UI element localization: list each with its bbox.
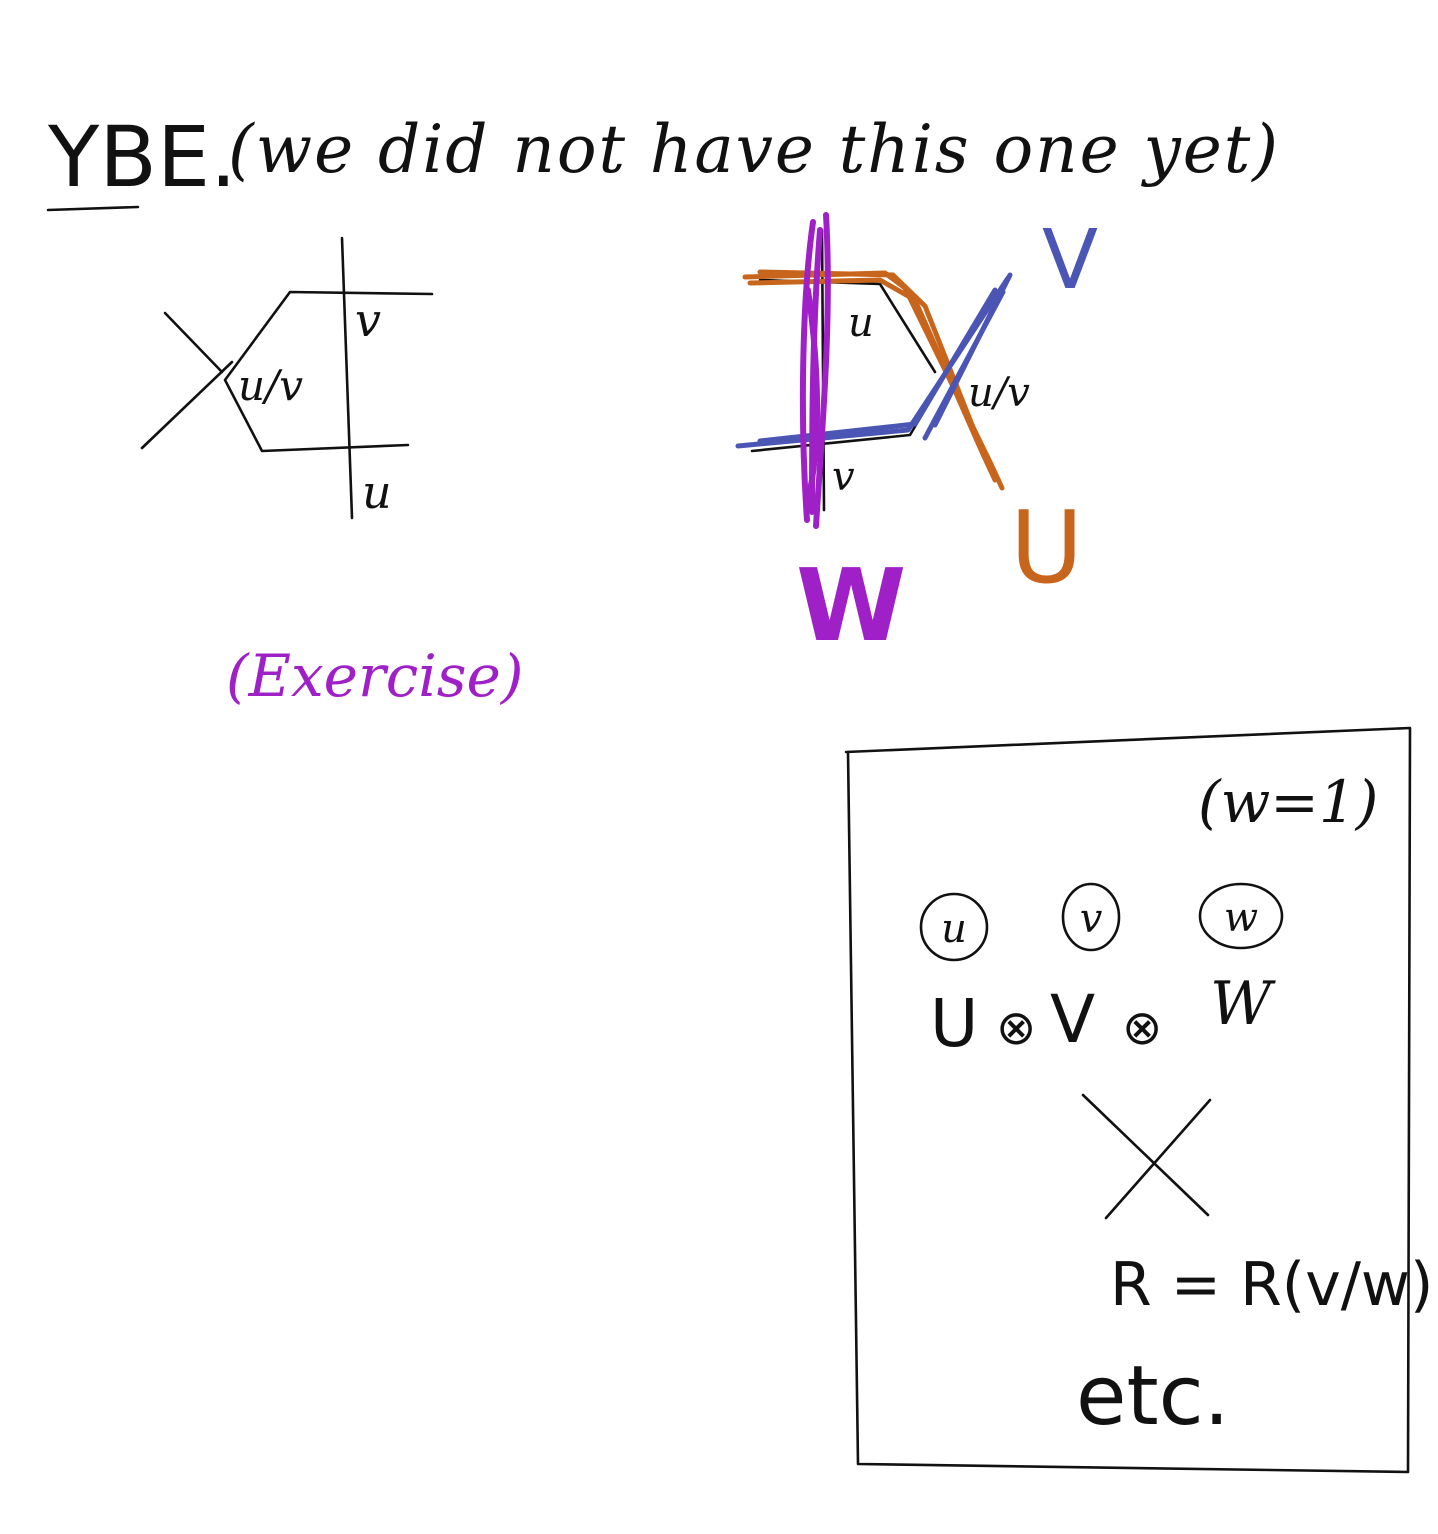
label-u-inner: u xyxy=(848,300,874,346)
purple-strand-w xyxy=(799,212,831,529)
left-ybe-diagram: v u/v u xyxy=(140,236,434,520)
circled-v: v xyxy=(1080,896,1103,942)
strand-label-v: V xyxy=(1042,213,1098,308)
label-u: u xyxy=(362,465,392,519)
strand-label-u: U xyxy=(1010,489,1083,606)
label-u-over-v: u/v xyxy=(238,361,303,410)
r-equation: R = R(v/w) xyxy=(1110,1250,1433,1320)
circle-w xyxy=(1198,882,1284,950)
crossing-line-2 xyxy=(1104,1098,1212,1220)
vertical-strand xyxy=(340,236,354,520)
label-v-inner: v xyxy=(832,454,855,500)
right-ybe-diagram: u u/v v V U W xyxy=(735,212,1098,664)
cross-strand-upper xyxy=(163,311,224,374)
cross-strand-lower xyxy=(140,360,234,450)
label-u-over-v-right: u/v xyxy=(968,370,1030,416)
box-condition: (w=1) xyxy=(1198,768,1378,836)
label-v: v xyxy=(355,293,381,347)
tensor-u: U xyxy=(930,985,978,1062)
circled-u: u xyxy=(941,906,967,952)
exercise-note: (Exercise) xyxy=(226,642,523,710)
upper-bend-strand xyxy=(223,290,434,453)
crossing-line-1 xyxy=(1081,1093,1210,1217)
aside-box: (w=1) u v w U ⊗ V ⊗ W R = R(v/w) etc. xyxy=(844,726,1433,1474)
circle-u xyxy=(919,892,989,962)
etc-note: etc. xyxy=(1076,1349,1230,1444)
strand-label-w: W xyxy=(796,547,906,664)
circled-w: w xyxy=(1224,895,1258,941)
circle-v xyxy=(1061,882,1121,952)
tensor-symbol-2: ⊗ xyxy=(1122,1000,1162,1056)
tensor-symbol-1: ⊗ xyxy=(996,1000,1036,1056)
box-border xyxy=(844,726,1412,1474)
tensor-w: W xyxy=(1210,969,1276,1039)
title: YBE. xyxy=(47,108,237,206)
subtitle: (we did not have this one yet) xyxy=(228,111,1278,188)
tensor-v: V xyxy=(1050,981,1095,1058)
title-underline xyxy=(46,205,140,212)
